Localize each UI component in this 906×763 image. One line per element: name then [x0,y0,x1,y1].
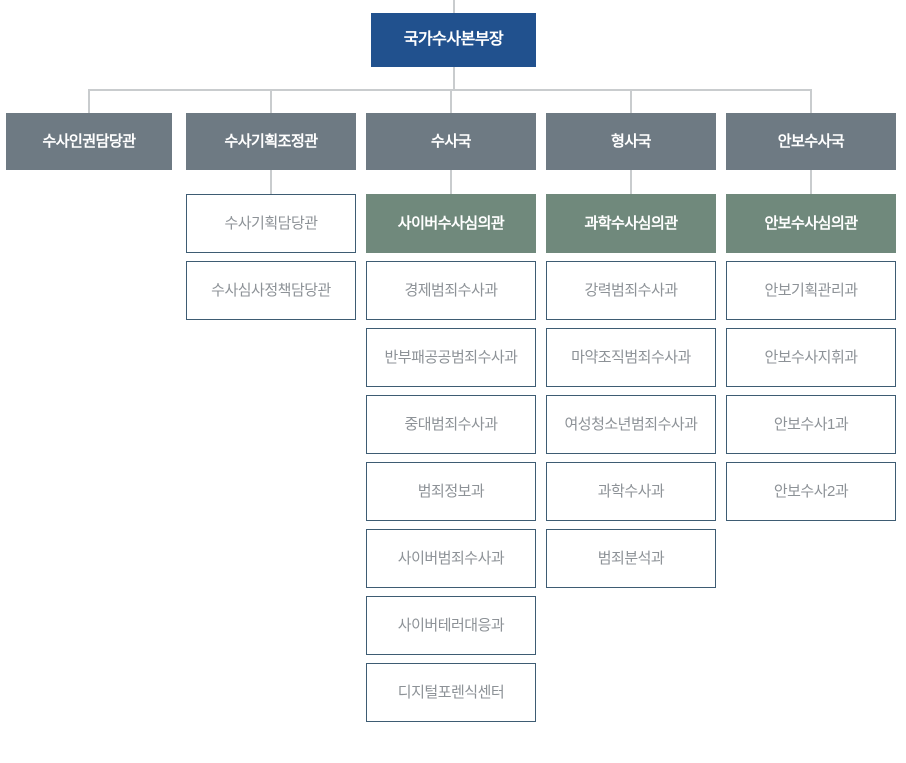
org-box-dept: 수사기획담당관 [186,194,356,253]
bureau-drop-line-3 [630,170,632,194]
org-box-dept: 디지털포렌식센터 [366,663,536,722]
bureau-drop-line-2 [450,170,452,194]
org-box-dept: 반부패공공범죄수사과 [366,328,536,387]
org-box-bureau: 형사국 [546,113,716,170]
org-box-dept: 범죄정보과 [366,462,536,521]
org-box-dept: 경제범죄수사과 [366,261,536,320]
org-box-dept: 강력범죄수사과 [546,261,716,320]
root-drop-line [452,67,455,89]
org-box-dept: 안보수사지휘과 [726,328,896,387]
org-box-deputy: 안보수사심의관 [726,194,896,253]
bureau-drop-line-4 [810,170,812,194]
org-box-dept: 범죄분석과 [546,529,716,588]
level1-drop-line-1 [270,89,272,113]
bureau-drop-line-1 [270,170,272,194]
org-box-dept: 안보기획관리과 [726,261,896,320]
org-box-deputy: 사이버수사심의관 [366,194,536,253]
level1-drop-line-4 [810,89,812,113]
org-box-dept: 수사심사정책담당관 [186,261,356,320]
org-box-dept: 안보수사1과 [726,395,896,454]
org-box-bureau: 수사국 [366,113,536,170]
org-box-dept: 과학수사과 [546,462,716,521]
org-box-dept: 중대범죄수사과 [366,395,536,454]
org-box-bureau: 안보수사국 [726,113,896,170]
org-box-dept: 사이버범죄수사과 [366,529,536,588]
org-box-bureau: 수사기획조정관 [186,113,356,170]
level1-drop-line-3 [630,89,632,113]
org-box-dept: 안보수사2과 [726,462,896,521]
org-box-root: 국가수사본부장 [371,13,536,67]
org-box-dept: 사이버테러대응과 [366,596,536,655]
org-box-dept: 마약조직범죄수사과 [546,328,716,387]
level1-drop-line-2 [450,89,452,113]
root-top-stub-line [452,0,455,13]
level1-drop-line-0 [88,89,90,113]
org-box-deputy: 과학수사심의관 [546,194,716,253]
org-box-dept: 여성청소년범죄수사과 [546,395,716,454]
org-box-bureau: 수사인권담당관 [6,113,172,170]
